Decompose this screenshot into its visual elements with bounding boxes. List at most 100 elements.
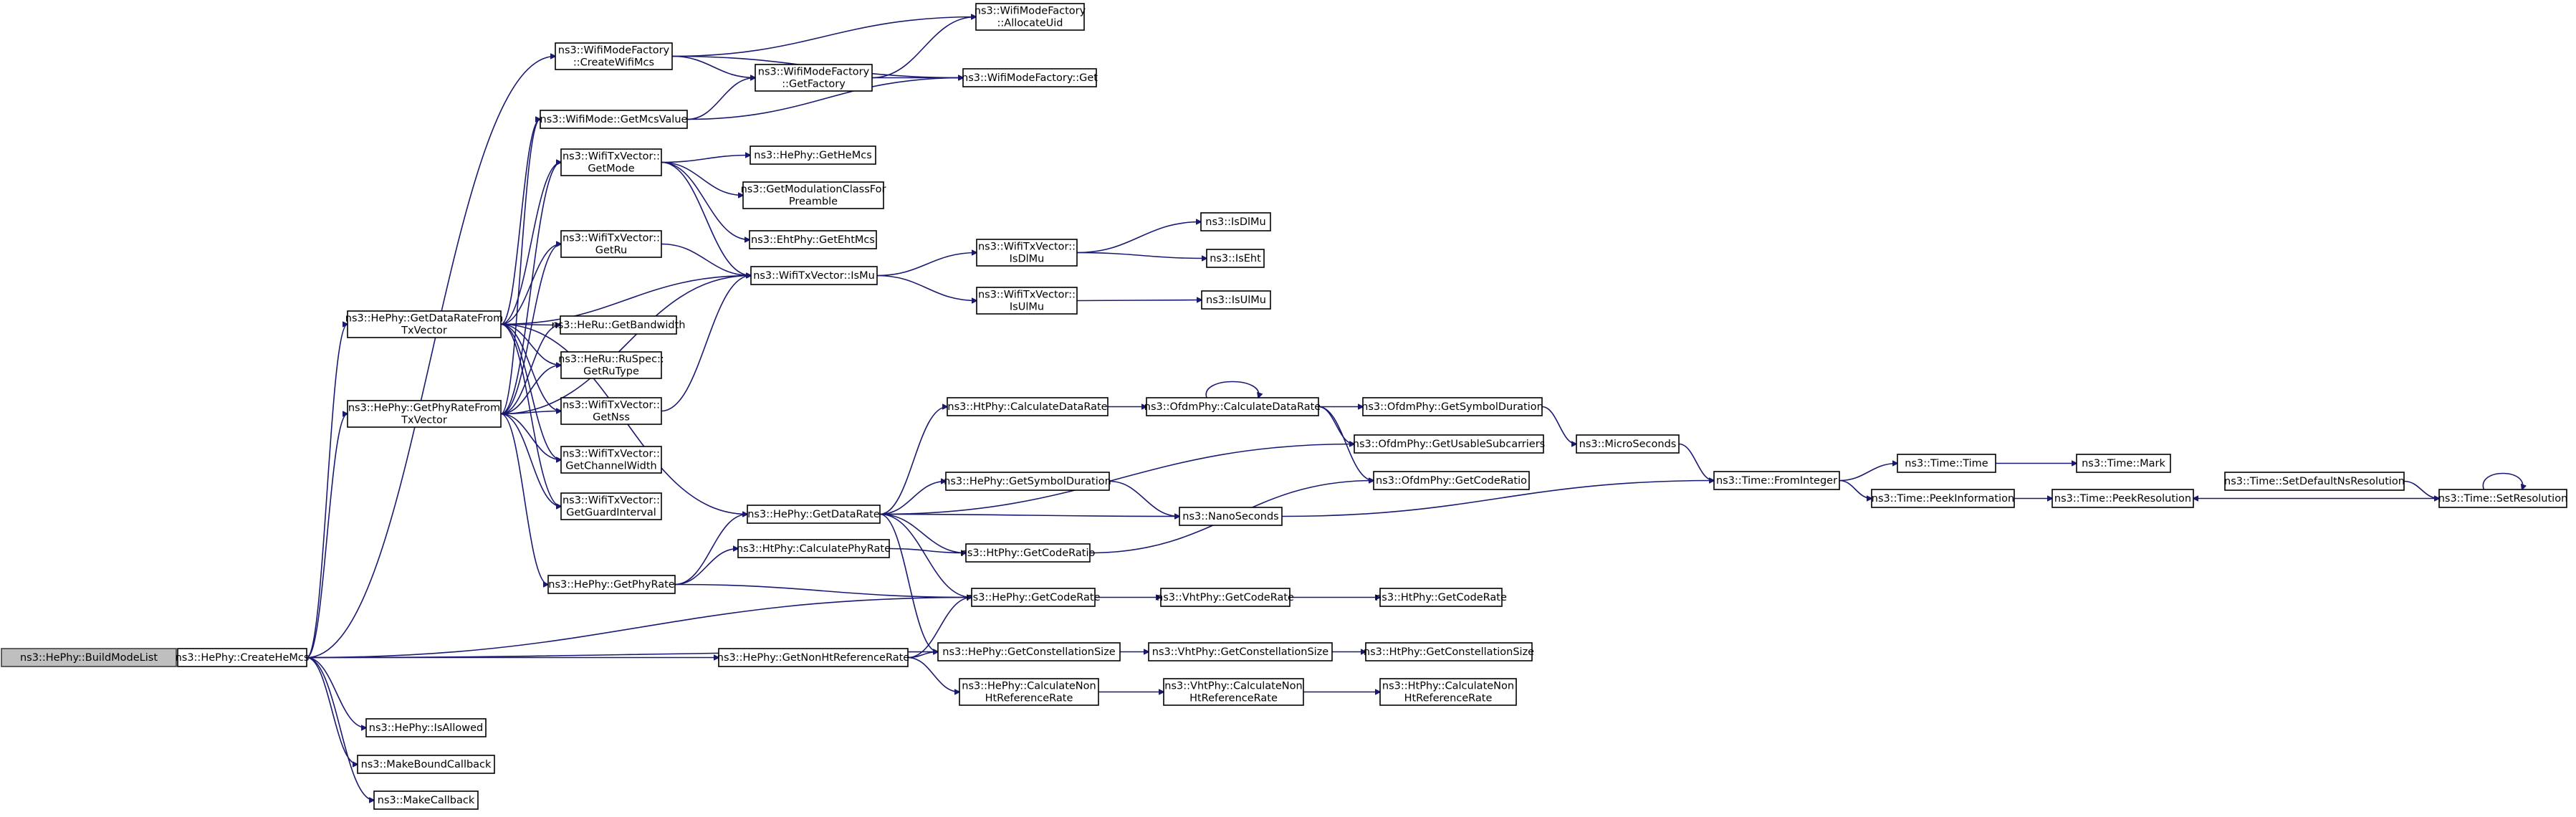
node-IsUlMuV[interactable]: ns3::WifiTxVector::IsUlMu [976,287,1078,315]
node-GetRu[interactable]: ns3::WifiTxVector::GetRu [560,230,662,258]
node-label: ns3::MakeBoundCallback [361,759,492,770]
node-box [975,3,1085,31]
edge-CreateHeMcs-to-IsAllowed [306,656,366,728]
node-box [560,397,662,425]
node-TimeMark[interactable]: ns3::Time::Mark [2076,454,2171,473]
node-MakeCallback[interactable]: ns3::MakeCallback [373,790,479,810]
node-HtGetCodeRate[interactable]: ns3::HtPhy::GetCodeRate [1375,588,1507,607]
node-AllocateUid[interactable]: ns3::WifiModeFactory::AllocateUid [975,3,1086,31]
node-SetDefaultNsResolution[interactable]: ns3::Time::SetDefaultNsResolution [2224,472,2405,491]
node-label: ns3::HePhy::GetDataRate [747,509,880,520]
node-HeGetSymbolDuration[interactable]: ns3::HePhy::GetSymbolDuration [944,472,1111,491]
node-label: TxVector [401,325,447,337]
node-GetGuardInterval[interactable]: ns3::WifiTxVector::GetGuardInterval [560,492,662,520]
node-HeGetConstSize[interactable]: ns3::HePhy::GetConstellationSize [937,642,1121,661]
node-CreateHeMcs[interactable]: ns3::HePhy::CreateHeMcs [176,648,310,667]
edge-CreateHeMcs-to-GetDataRateFromTx [306,325,348,659]
edge-GetPhyRateFromTx-to-GetMode [500,163,561,415]
node-box [1146,397,1319,416]
node-IsMu[interactable]: ns3::WifiTxVector::IsMu [750,266,878,285]
node-label: ns3::HtPhy::CalculateNon [1382,681,1514,692]
node-label: ns3::HePhy::CalculateNon [962,681,1096,692]
node-label: ns3::Time::Mark [2082,458,2165,469]
node-SetResolution[interactable]: ns3::Time::SetResolution [2438,489,2568,508]
node-box [718,648,909,667]
node-box [1201,290,1271,310]
node-box [2438,489,2567,508]
node-OfdmGetUsableSubcarriers[interactable]: ns3::OfdmPhy::GetUsableSubcarriers [1353,434,1545,454]
node-PeekInformation[interactable]: ns3::Time::PeekInformation [1871,489,2015,508]
edge-HeGetDataRate-to-NanoSeconds [879,515,1179,517]
node-CreateWifiMcs[interactable]: ns3::WifiModeFactory::CreateWifiMcs [555,42,673,70]
node-MicroSeconds[interactable]: ns3::MicroSeconds [1576,434,1680,454]
node-GetNss[interactable]: ns3::WifiTxVector::GetNss [560,397,662,425]
edge-GetPhyRateFromTx-to-IsMu [500,276,751,415]
node-OfdmGetSymbolDuration[interactable]: ns3::OfdmPhy::GetSymbolDuration [1361,397,1543,416]
node-IsUlMu[interactable]: ns3::IsUlMu [1201,290,1271,310]
node-PeekResolution[interactable]: ns3::Time::PeekResolution [2051,489,2194,508]
node-FromInteger[interactable]: ns3::Time::FromInteger [1713,471,1840,490]
edge-GetDataRateFromTx-to-GetMode [500,163,561,325]
node-IsAllowed[interactable]: ns3::HePhy::IsAllowed [365,718,487,737]
node-HtCalcDataRate[interactable]: ns3::HtPhy::CalculateDataRate [947,397,1109,416]
node-label: ns3::Time::PeekResolution [2054,493,2191,505]
node-label: ns3::WifiTxVector:: [562,151,660,163]
edge-HeGetDataRate-to-HeGetSymbolDuration [879,482,946,515]
node-label: ns3::Time::Time [1905,458,1988,469]
node-HtGetCodeRatio[interactable]: ns3::HtPhy::GetCodeRatio [961,543,1096,563]
node-WMFGet[interactable]: ns3::WifiModeFactory::Get [962,68,1098,87]
node-box [947,397,1109,416]
node-HeGetPhyRate[interactable]: ns3::HePhy::GetPhyRate [547,575,676,594]
node-box [937,642,1121,661]
edge-GetPhyRateFromTx-to-GetRu [500,244,561,415]
node-BuildModeList[interactable]: ns3::HePhy::BuildModeList [1,648,177,667]
edge-NanoSeconds-to-FromInteger [1281,481,1714,517]
node-label: ns3::WifiTxVector:: [562,400,660,411]
edge-HeGetDataRate-to-HeGetConstSize [879,513,938,652]
node-IsDlMu[interactable]: ns3::IsDlMu [1200,212,1271,231]
node-box [357,755,495,774]
edge-GetNss-to-IsMu [661,276,751,412]
node-VhtGetConstSize[interactable]: ns3::VhtPhy::GetConstellationSize [1148,642,1333,661]
node-OfdmGetCodeRatio[interactable]: ns3::OfdmPhy::GetCodeRatio [1373,471,1530,490]
node-NanoSeconds[interactable]: ns3::NanoSeconds [1179,507,1283,526]
node-GetEhtMcs[interactable]: ns3::EhtPhy::GetEhtMcs [749,230,877,249]
node-label: ::CreateWifiMcs [573,57,654,69]
node-VhtGetCodeRate[interactable]: ns3::VhtPhy::GetCodeRate [1157,588,1294,607]
node-HeGetCodeRate[interactable]: ns3::HePhy::GetCodeRate [966,588,1101,607]
node-GetMode[interactable]: ns3::WifiTxVector::GetMode [560,148,662,176]
edge-GetDataRateFromTx-to-GetChannelWidth [500,323,561,460]
node-HtGetConstSize[interactable]: ns3::HtPhy::GetConstellationSize [1364,642,1534,661]
node-HtCalcPhyRate[interactable]: ns3::HtPhy::CalculatePhyRate [737,539,891,558]
node-IsDlMuV[interactable]: ns3::WifiTxVector::IsDlMu [976,239,1078,267]
node-GetChannelWidth[interactable]: ns3::WifiTxVector::GetChannelWidth [560,446,662,474]
node-label: ns3::HePhy::GetPhyRate [548,579,674,591]
node-label: ns3::MakeCallback [378,795,475,806]
node-MakeBoundCallback[interactable]: ns3::MakeBoundCallback [357,755,495,774]
node-IsEht[interactable]: ns3::IsEht [1206,249,1265,268]
edge-GetDataRateFromTx-to-GetGuardInterval [500,323,561,507]
node-label: ns3::WifiTxVector:: [562,449,660,460]
node-label: ns3::HePhy::GetPhyRateFrom [348,403,500,414]
node-HeGetDataRate[interactable]: ns3::HePhy::GetDataRate [747,505,881,524]
edge-OfdmCalcDataRate-to-OfdmGetCodeRatio [1318,406,1374,481]
node-box [347,400,502,428]
edge-GetMcsValue-to-WMFGet [686,78,963,120]
node-OfdmCalcDataRate[interactable]: ns3::OfdmPhy::CalculateDataRate [1144,397,1321,416]
node-GetNonHtRef[interactable]: ns3::HePhy::GetNonHtReferenceRate [717,648,909,667]
node-GetHeMcs[interactable]: ns3::HePhy::GetHeMcs [750,145,876,165]
node-box [560,351,662,379]
node-GetMcsValue[interactable]: ns3::WifiMode::GetMcsValue [540,110,688,129]
node-label: ::GetFactory [782,79,846,90]
node-TimeTime[interactable]: ns3::Time::Time [1897,454,1996,473]
node-GetFactory[interactable]: ns3::WifiModeFactory::GetFactory [755,64,873,92]
node-GetRuType[interactable]: ns3::HeRu::RuSpec::GetRuType [558,351,664,379]
node-GetBandwidth[interactable]: ns3::HeRu::GetBandwidth [552,315,686,335]
